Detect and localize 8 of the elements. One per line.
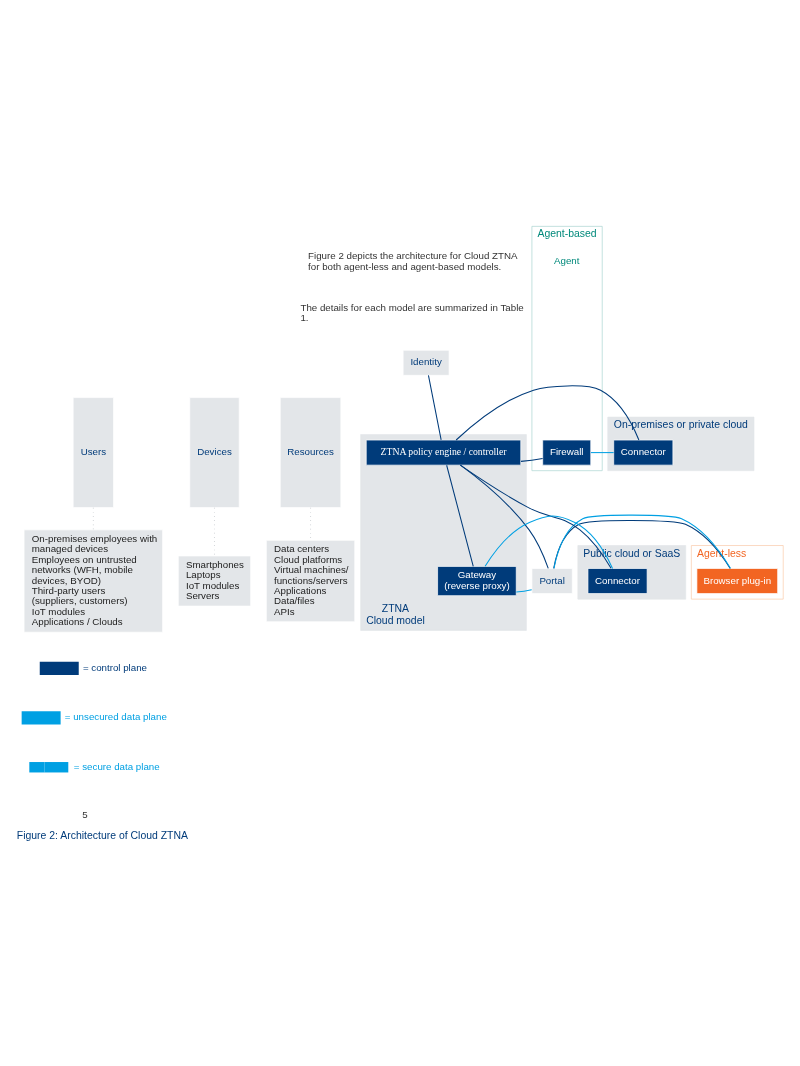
legend-label: = control plane: [82, 661, 148, 673]
legend-label: = secure data plane: [73, 760, 160, 772]
label: The details for each model are summarized in Table 1.: [300, 301, 524, 324]
label: 5: [82, 808, 88, 820]
caption: Figure 2: Architecture of Cloud ZTNA: [16, 829, 188, 841]
node-label: Agent: [554, 255, 580, 267]
label: Figure 2 depicts the architecture for Cloud ZTNA for both agent-less and agent-based models.: [308, 250, 518, 272]
legend-label: = unsecured data plane: [64, 711, 167, 723]
